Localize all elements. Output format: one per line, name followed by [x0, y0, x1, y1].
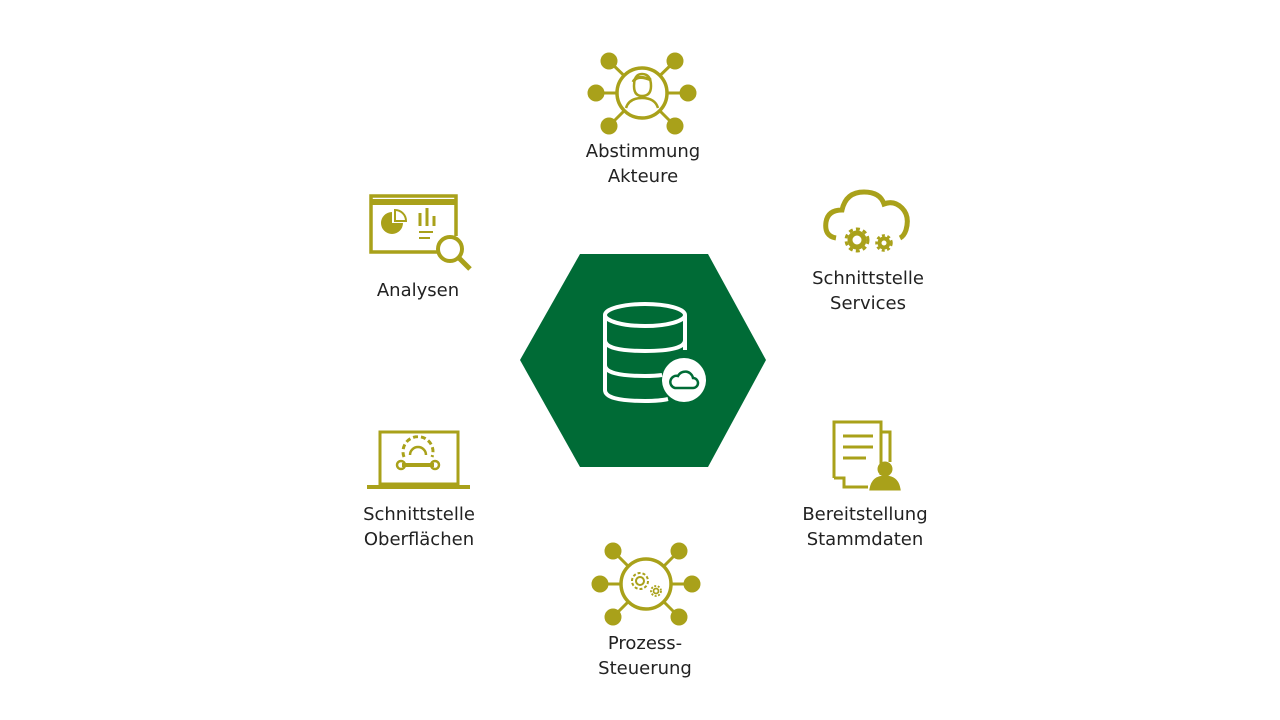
label-line: Steuerung — [598, 658, 692, 679]
dashboard-search-icon — [369, 194, 472, 271]
node-label-schnittstelle-services: Schnittstelle Services — [768, 266, 968, 316]
laptop-tools-icon — [367, 430, 470, 489]
node-label-abstimmung-akteure: Abstimmung Akteure — [543, 139, 743, 189]
node-label-prozess-steuerung: Prozess- Steuerung — [545, 631, 745, 681]
database-cloud-icon — [603, 302, 706, 404]
node-label-bereitstellung-stammdaten: Bereitstellung Stammdaten — [765, 502, 965, 552]
label-line: Akteure — [607, 166, 679, 187]
node-label-analysen: Analysen — [318, 278, 518, 303]
network-gears-icon — [591, 542, 701, 626]
node-label-schnittstelle-oberflaechen: Schnittstelle Oberflächen — [319, 502, 519, 552]
center-hexagon — [520, 254, 766, 467]
label-line: Bereitstellung — [802, 504, 928, 525]
label-line: Schnittstelle — [363, 504, 475, 525]
label-line: Services — [830, 293, 906, 314]
label-line: Abstimmung — [585, 141, 701, 162]
document-user-icon — [832, 420, 901, 491]
network-person-icon — [587, 52, 697, 135]
label-line: Schnittstelle — [812, 268, 924, 289]
label-line: Stammdaten — [806, 529, 924, 550]
cloud-gears-icon — [823, 189, 910, 253]
label-line: Prozess- — [607, 633, 683, 654]
label-line: Analysen — [376, 280, 460, 301]
label-line: Oberflächen — [363, 529, 475, 550]
